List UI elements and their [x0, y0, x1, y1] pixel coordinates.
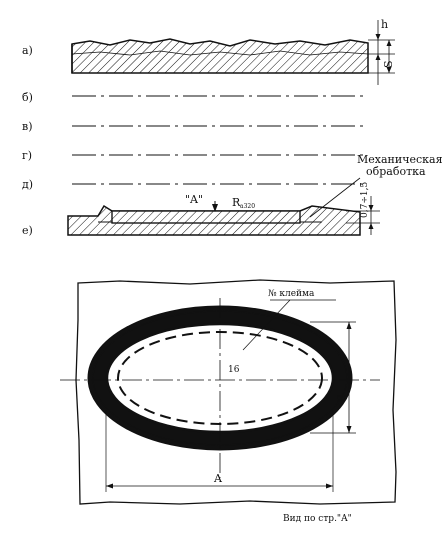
machining-label-2: обработка [366, 165, 426, 178]
dim-s-label: S [382, 60, 395, 68]
plate-outline [75, 279, 397, 505]
roughness-R: R [232, 196, 241, 209]
plate-section-e [67, 204, 361, 236]
stamp-leader [242, 299, 291, 351]
row-label-g: г) [22, 149, 32, 162]
dim-A-label: A [213, 472, 223, 485]
machining-label-1: Механическая [357, 153, 443, 166]
thickness-dimensions: h S [368, 18, 395, 85]
view-marker: "A" [185, 193, 203, 206]
dim-B-label: B [335, 394, 348, 402]
view-caption: Вид по стр."A" [283, 514, 352, 524]
row-label-b: б) [22, 91, 33, 104]
plan-view: № клейма 16 B A [60, 279, 397, 505]
tolerance-dimension: 0,7÷1,5 [346, 182, 380, 235]
row-label-e: е) [22, 224, 33, 237]
stamp-number: 16 [228, 365, 240, 375]
dim-h-label: h [381, 18, 388, 31]
tolerance-label: 0,7÷1,5 [360, 182, 370, 218]
stamp-label: № клейма [268, 289, 315, 299]
plate-section-a [71, 38, 369, 74]
roughness-sub: a320 [240, 203, 255, 210]
row-label-d: д) [22, 178, 33, 191]
view-arrowhead [212, 204, 218, 212]
centerlines [72, 95, 365, 185]
row-label-v: в) [22, 120, 32, 133]
row-label-a: а) [22, 44, 33, 57]
